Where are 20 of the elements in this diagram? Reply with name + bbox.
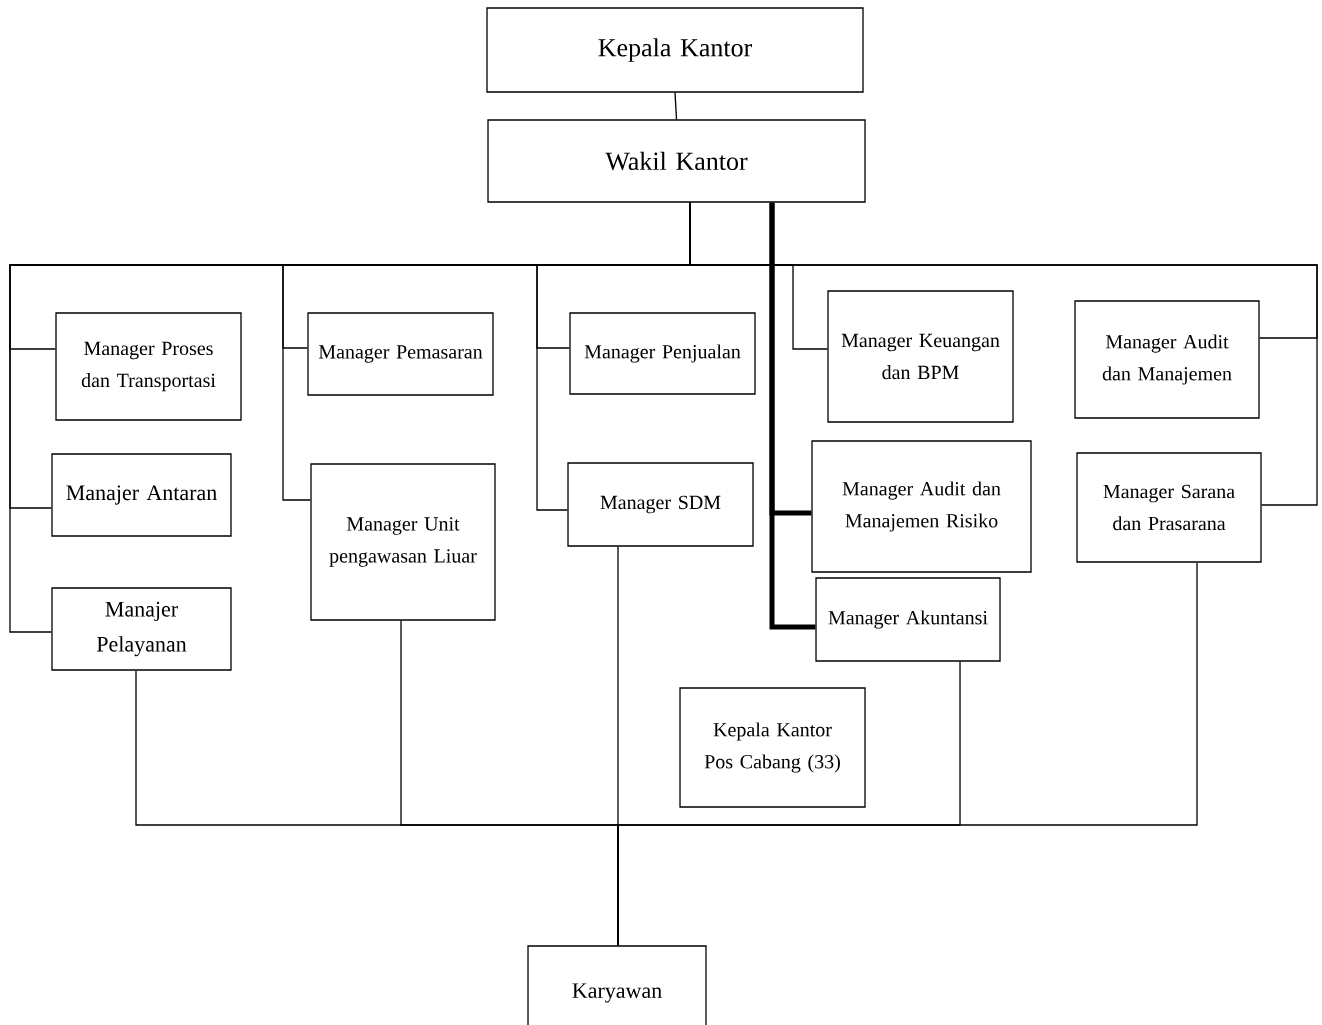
org-box: Manager Akuntansi (815, 577, 1001, 662)
connector-line (689, 202, 1318, 506)
org-box: Kepala Kantor (486, 7, 864, 93)
org-box: Kepala Kantor Pos Cabang (33) (679, 687, 866, 808)
org-box: Manajer Antaran (51, 453, 232, 537)
org-box: Manager Audit dan Manajemen Risiko (811, 440, 1032, 573)
org-box: Manajer Pelayanan (51, 587, 232, 671)
org-box: Manager Proses dan Transportasi (55, 312, 242, 421)
org-box: Manager Unit pengawasan Liuar (310, 463, 496, 621)
org-box: Manager Audit dan Manajemen (1074, 300, 1260, 419)
org-box: Manager Sarana dan Prasarana (1076, 452, 1262, 563)
connector-line (617, 562, 1198, 946)
org-box: Manager Penjualan (569, 312, 756, 395)
org-box: Manager Pemasaran (307, 312, 494, 396)
org-box: Manager Keuangan dan BPM (827, 290, 1014, 423)
org-box: Manager SDM (567, 462, 754, 547)
connector-line (769, 202, 816, 630)
org-box: Wakil Kantor (487, 119, 866, 203)
org-box: Karyawan (527, 945, 707, 1025)
connector-line (674, 92, 678, 120)
